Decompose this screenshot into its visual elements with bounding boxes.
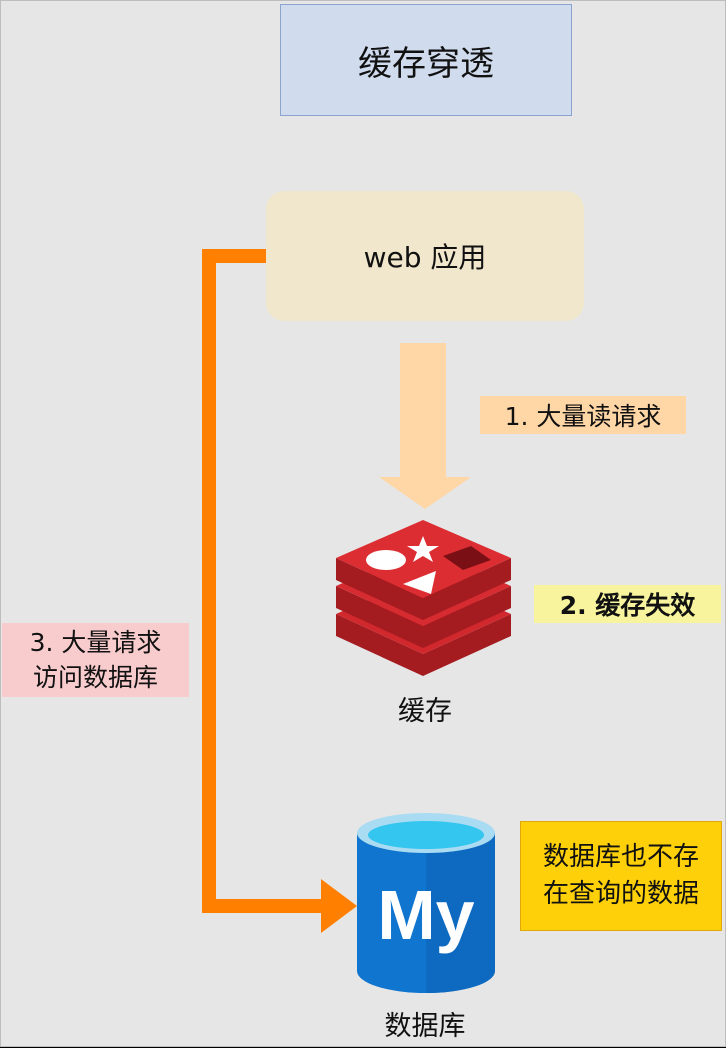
step-2-text: 2. 缓存失效 bbox=[559, 591, 696, 620]
cache-caption: 缓存 bbox=[398, 696, 452, 727]
diagram-title: 缓存穿透 bbox=[280, 4, 572, 116]
note-line-1: 数据库也不存 bbox=[542, 842, 699, 872]
step-3-line-1: 3. 大量请求 bbox=[29, 628, 162, 657]
read-request-arrow bbox=[379, 343, 471, 509]
database-caption: 数据库 bbox=[384, 1011, 466, 1042]
mysql-icon: My bbox=[357, 813, 495, 993]
step-3-label: 3. 大量请求 访问数据库 bbox=[2, 623, 189, 697]
web-app-node: web 应用 bbox=[266, 191, 584, 321]
step-2-label: 2. 缓存失效 bbox=[534, 585, 721, 623]
note-label: 数据库也不存 在查询的数据 bbox=[520, 821, 722, 931]
db-request-arrowhead bbox=[321, 879, 357, 933]
read-arrow-head bbox=[379, 477, 471, 509]
db-request-line bbox=[202, 249, 321, 913]
step-1-label: 1. 大量读请求 bbox=[480, 396, 686, 434]
title-text: 缓存穿透 bbox=[358, 43, 494, 84]
redis-icon bbox=[336, 520, 511, 676]
step-1-text: 1. 大量读请求 bbox=[504, 402, 662, 431]
note-line-2: 在查询的数据 bbox=[542, 879, 699, 909]
read-arrow-shaft bbox=[400, 343, 446, 477]
mysql-logo-text: My bbox=[377, 876, 474, 954]
step-3-line-2: 访问数据库 bbox=[32, 663, 158, 692]
web-app-label: web 应用 bbox=[363, 241, 487, 274]
